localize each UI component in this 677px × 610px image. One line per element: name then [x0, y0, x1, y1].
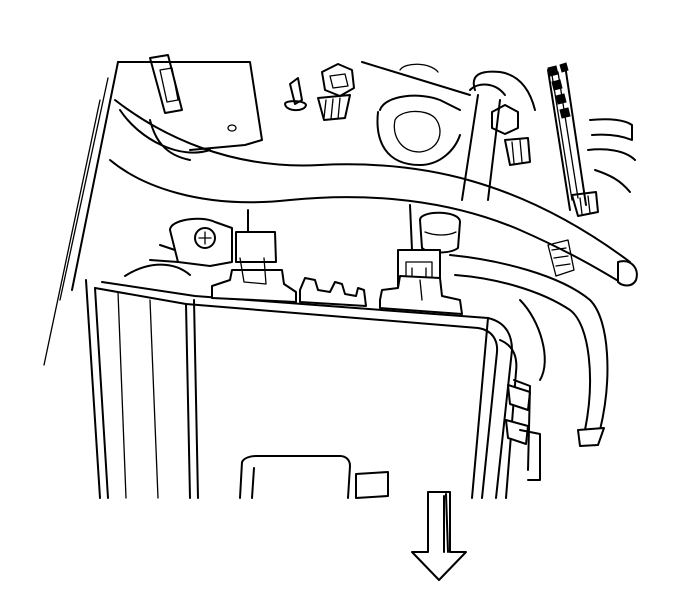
vertical-pipe	[462, 72, 535, 200]
main-cable	[110, 100, 637, 286]
mounting-bracket	[118, 55, 470, 165]
control-module	[86, 280, 516, 498]
module-side-tabs	[506, 380, 540, 480]
left-retainer	[125, 210, 276, 276]
module-latches	[212, 258, 462, 314]
screw-icon	[285, 78, 306, 110]
down-arrow-icon	[412, 492, 466, 580]
body-panel-edges	[44, 62, 118, 365]
bolt-icon	[318, 64, 354, 120]
wiring-harness-upper	[548, 63, 635, 216]
wiring-harness-lower	[450, 240, 607, 446]
